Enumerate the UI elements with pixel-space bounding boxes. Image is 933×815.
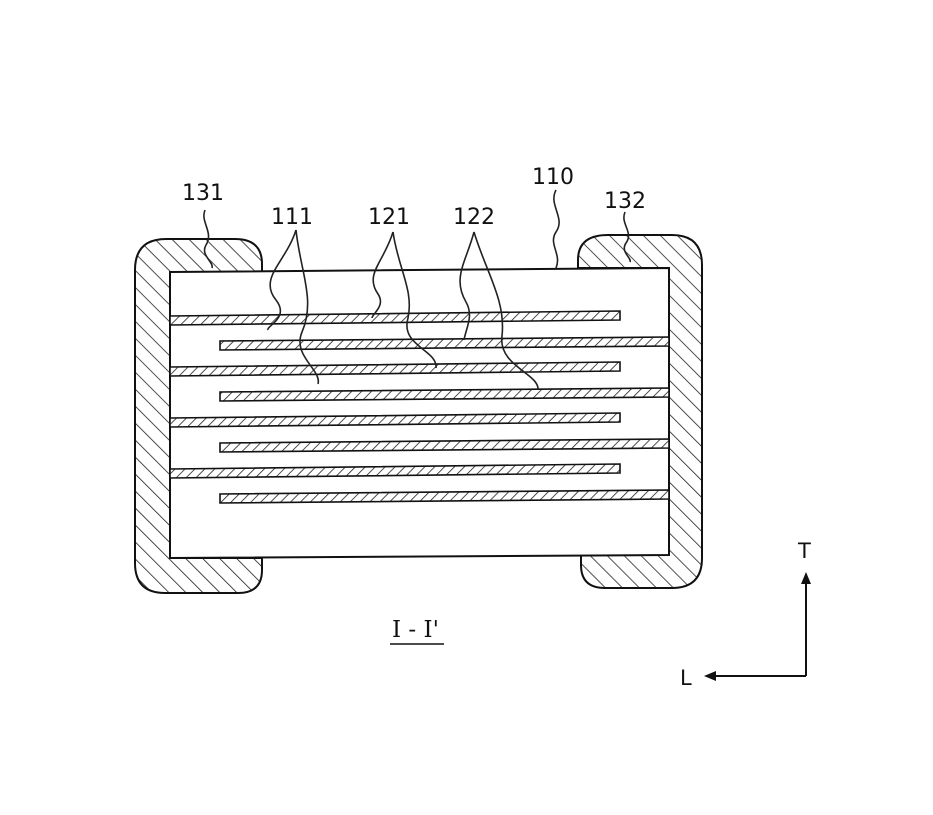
label-122: 122 bbox=[453, 205, 495, 230]
label-131: 131 bbox=[182, 181, 224, 206]
label-132: 132 bbox=[604, 189, 646, 214]
label-121: 121 bbox=[368, 205, 410, 230]
label-110: 110 bbox=[532, 165, 574, 190]
t-axis-label: T bbox=[797, 539, 811, 563]
label-111: 111 bbox=[271, 205, 313, 230]
l-axis-label: L bbox=[680, 666, 692, 690]
section-caption: I - I' bbox=[392, 617, 439, 643]
